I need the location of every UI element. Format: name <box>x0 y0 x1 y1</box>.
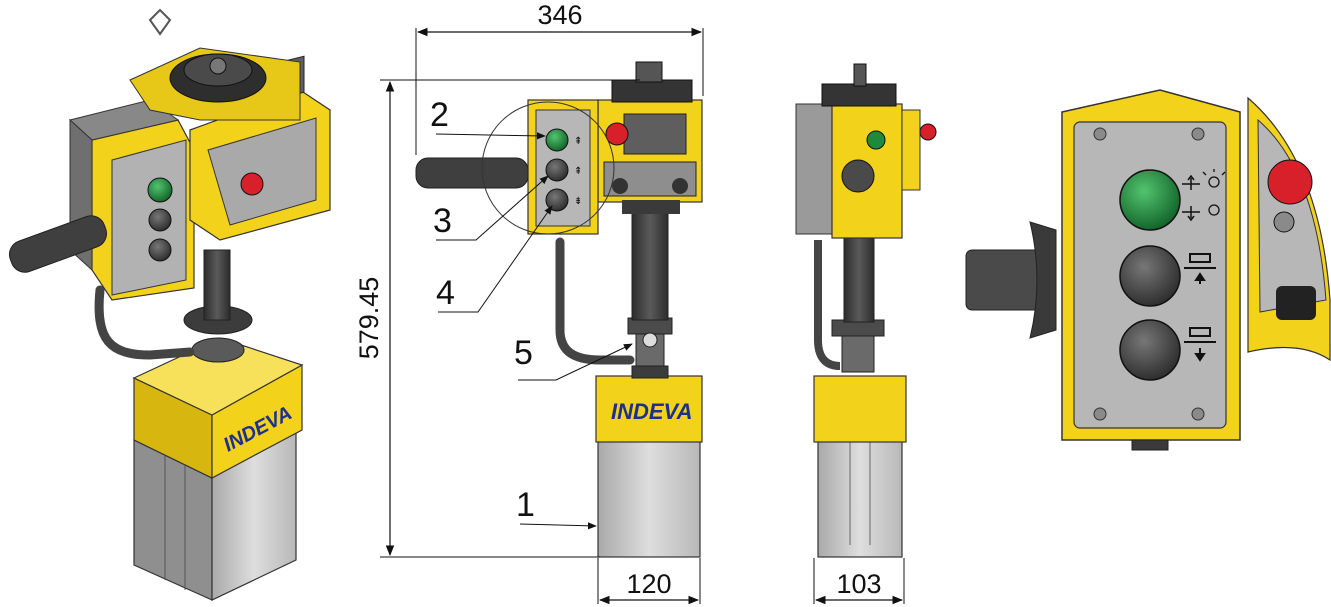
estop-icon <box>1267 159 1313 205</box>
detail-lift-up-button <box>1119 245 1181 307</box>
hook-down-icon <box>1182 206 1200 222</box>
front-dimensions: 346 579.45 120 <box>354 0 704 605</box>
callout-4: 4 <box>436 274 455 312</box>
callout-1: 1 <box>516 486 535 524</box>
lift-down-icon <box>1184 327 1216 362</box>
callout-5: 5 <box>514 334 533 372</box>
lamp-icon <box>1202 169 1226 216</box>
callouts: 2 3 4 5 1 <box>430 96 633 530</box>
isometric-view: INDEVA <box>8 8 331 601</box>
detail-view <box>965 89 1331 451</box>
front-logo: INDEVA <box>611 399 693 424</box>
callout-2: 2 <box>430 96 449 134</box>
svg-text:⇟: ⇟ <box>574 196 582 207</box>
dim-height-overall: 579.45 <box>354 277 384 360</box>
callout-3: 3 <box>433 202 452 240</box>
svg-text:⇞: ⇞ <box>574 166 582 177</box>
side-view <box>795 63 937 558</box>
side-dimensions: 103 <box>813 558 905 605</box>
hook-up-icon <box>1182 174 1200 190</box>
dim-width-overall: 346 <box>537 0 582 30</box>
detail-lift-down-button <box>1119 319 1181 381</box>
dim-base-width-side: 103 <box>836 569 881 599</box>
front-view: INDEVA ⇞ ⇞ ⇟ <box>415 61 703 558</box>
detail-green-button <box>1119 169 1181 231</box>
lift-up-icon <box>1184 253 1216 284</box>
svg-text:⇞: ⇞ <box>574 136 582 147</box>
dim-base-width-front: 120 <box>626 569 671 599</box>
